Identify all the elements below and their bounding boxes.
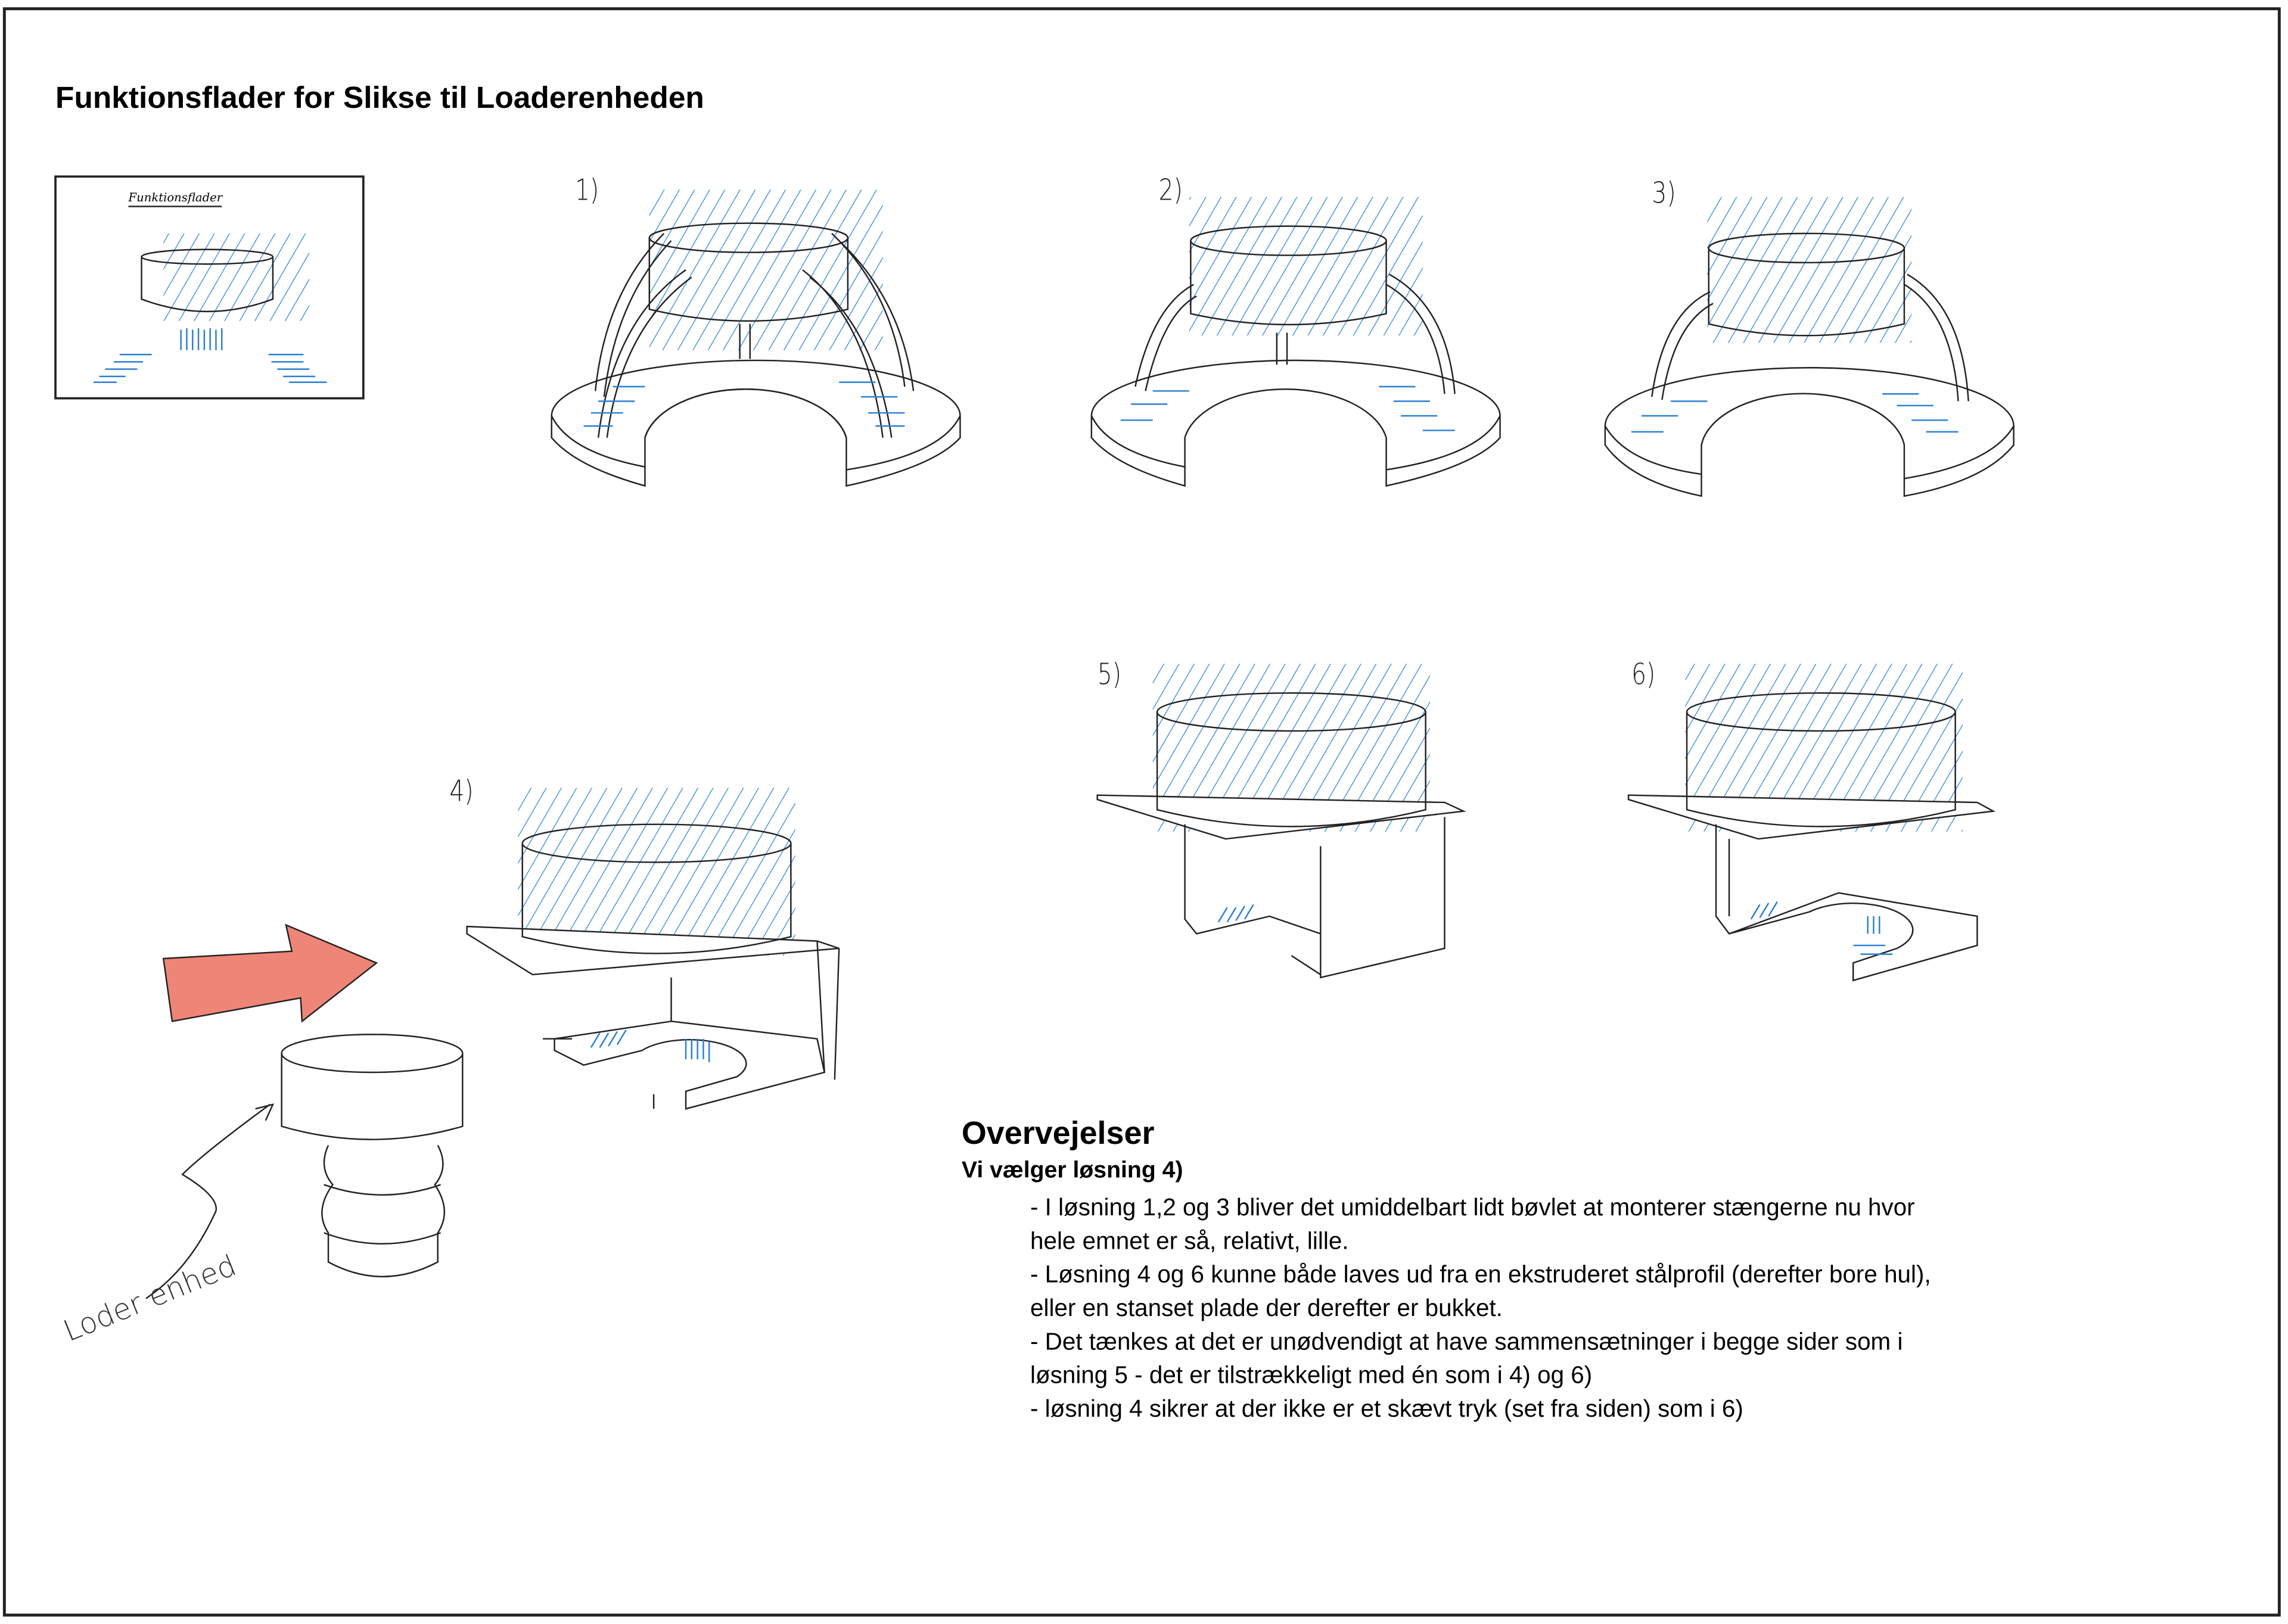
page-frame: [2, 7, 2281, 1617]
option-2-sketch: [1090, 197, 1501, 487]
option-4-sketch: [466, 788, 840, 1110]
considerations-list: - I løsning 1,2 og 3 bliver det umiddelb…: [1030, 1192, 2139, 1427]
option-6-sketch: [1627, 664, 1996, 982]
option-5-label: 5): [1097, 657, 1122, 692]
option-3-label: 3): [1652, 175, 1676, 210]
considerations-heading: Overvejelser: [961, 1115, 1155, 1152]
option-1-sketch: [551, 189, 961, 487]
thumbnail-caption: Funktionsflader: [128, 191, 223, 207]
note-line: eller en stanset plade der derefter er b…: [1030, 1295, 1503, 1322]
page-title: Funktionsflader for Slikse til Loaderenh…: [55, 82, 704, 116]
option-4-label: 4): [449, 773, 474, 808]
loader-unit-sketch: [145, 1034, 464, 1299]
note-line: løsning 5 - det er tilstrækkeligt med én…: [1030, 1362, 1593, 1389]
note-line: - Det tænkes at det er unødvendigt at ha…: [1030, 1329, 1903, 1356]
thumbnail-sketch: [54, 175, 365, 400]
option-6-label: 6): [1631, 657, 1656, 692]
note-line: - I løsning 1,2 og 3 bliver det umiddelb…: [1030, 1194, 1915, 1221]
note-line: hele emnet er så, relativt, lille.: [1030, 1228, 1349, 1255]
option-5-sketch: [1096, 664, 1466, 979]
option-1-label: 1): [575, 172, 599, 207]
note-line: - løsning 4 sikrer at der ikke er et skæ…: [1030, 1396, 1743, 1423]
option-2-label: 2): [1158, 172, 1183, 207]
note-line: - Løsning 4 og 6 kunne både laves ud fra…: [1030, 1262, 1931, 1289]
arrow-icon: [162, 923, 378, 1023]
choice-text: Vi vælger løsning 4): [961, 1158, 1183, 1184]
option-3-sketch: [1604, 197, 2015, 497]
